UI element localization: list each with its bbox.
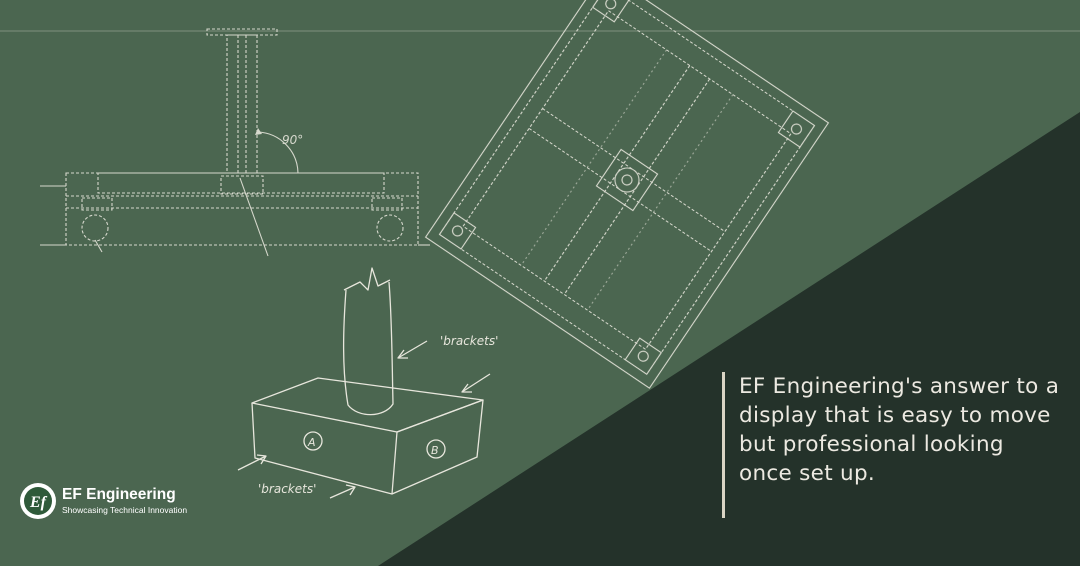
- logo-name: EF Engineering: [62, 486, 176, 503]
- ef-logo-mark-icon: Ef: [20, 483, 56, 519]
- tagline-text: EF Engineering's answer to a display tha…: [739, 374, 1060, 486]
- label-b: B: [431, 444, 439, 457]
- dark-diagonal-panel: [378, 112, 1080, 566]
- block-sketch: 'brackets' 'brackets' A B: [237, 267, 498, 499]
- svg-text:Ef: Ef: [29, 494, 48, 511]
- bracket-label-bottom: 'brackets': [258, 482, 316, 496]
- side-elevation-drawing: 90°: [0, 28, 1080, 257]
- tagline-block: EF Engineering's answer to a display tha…: [722, 372, 1062, 518]
- company-logo: Ef EF Engineering Showcasing Technical I…: [18, 481, 218, 523]
- label-a: A: [307, 436, 316, 449]
- bracket-label-top: 'brackets': [440, 334, 498, 348]
- logo-subtitle: Showcasing Technical Innovation: [62, 505, 188, 515]
- angle-label: 90°: [282, 133, 303, 147]
